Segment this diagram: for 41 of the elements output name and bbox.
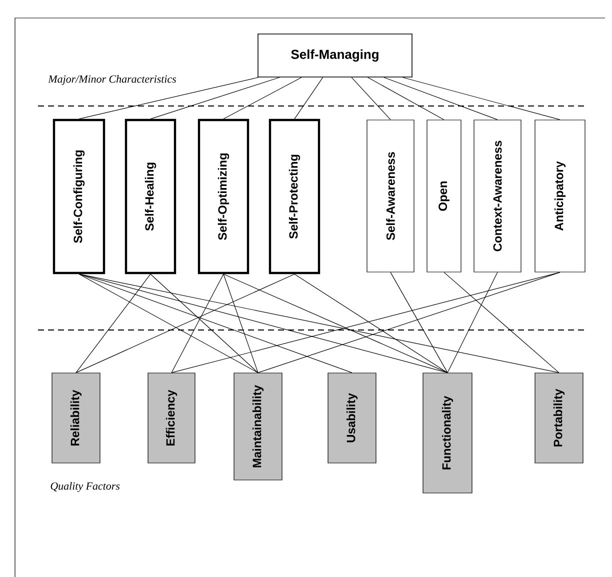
connector-line bbox=[171, 272, 560, 373]
quality-factor-box: Portability bbox=[534, 372, 584, 464]
connector-line bbox=[223, 274, 258, 373]
section-label: Major/Minor Characteristics bbox=[48, 75, 176, 85]
connector-line bbox=[367, 77, 444, 120]
connector-line bbox=[76, 274, 295, 373]
quality-factor-box: Reliability bbox=[52, 372, 100, 464]
minor-characteristic-box: Self-Awareness bbox=[366, 120, 414, 272]
connector-line bbox=[78, 77, 258, 120]
connector-line bbox=[223, 274, 448, 373]
connector-line bbox=[78, 274, 352, 373]
connector-line bbox=[447, 272, 498, 373]
connector-line bbox=[76, 274, 151, 373]
connector-line bbox=[223, 77, 302, 120]
connector-line bbox=[294, 274, 448, 373]
connector-line bbox=[294, 77, 324, 120]
minor-characteristic-box: Anticipatory bbox=[534, 120, 586, 272]
major-characteristic-box: Self-Optimizing bbox=[198, 118, 250, 274]
connector-line bbox=[78, 274, 560, 373]
section-label: Quality Factors bbox=[50, 482, 120, 492]
connector-line bbox=[78, 274, 258, 373]
connector-line bbox=[171, 274, 224, 373]
minor-characteristic-box: Open bbox=[426, 120, 462, 272]
connector-line bbox=[384, 77, 498, 120]
connector-line bbox=[258, 272, 560, 373]
quality-factor-box: Usability bbox=[328, 372, 376, 464]
major-characteristic-box: Self-Protecting bbox=[268, 118, 320, 274]
quality-factor-box: Functionality bbox=[422, 372, 472, 494]
quality-factor-box: Maintainability bbox=[234, 372, 282, 480]
connector-line bbox=[444, 272, 560, 373]
major-characteristic-box: Self-Healing bbox=[124, 118, 176, 274]
root-box: Self-Managing bbox=[258, 34, 412, 78]
quality-factor-box: Efficiency bbox=[148, 372, 196, 464]
connector-line bbox=[78, 274, 448, 373]
connector-line bbox=[390, 272, 448, 373]
connector-line bbox=[402, 77, 560, 120]
connector-line bbox=[150, 77, 280, 120]
major-characteristic-box: Self-Configuring bbox=[52, 118, 106, 274]
minor-characteristic-box: Context-Awareness bbox=[474, 120, 522, 272]
connector-line bbox=[150, 274, 258, 373]
connector-line bbox=[351, 77, 391, 120]
